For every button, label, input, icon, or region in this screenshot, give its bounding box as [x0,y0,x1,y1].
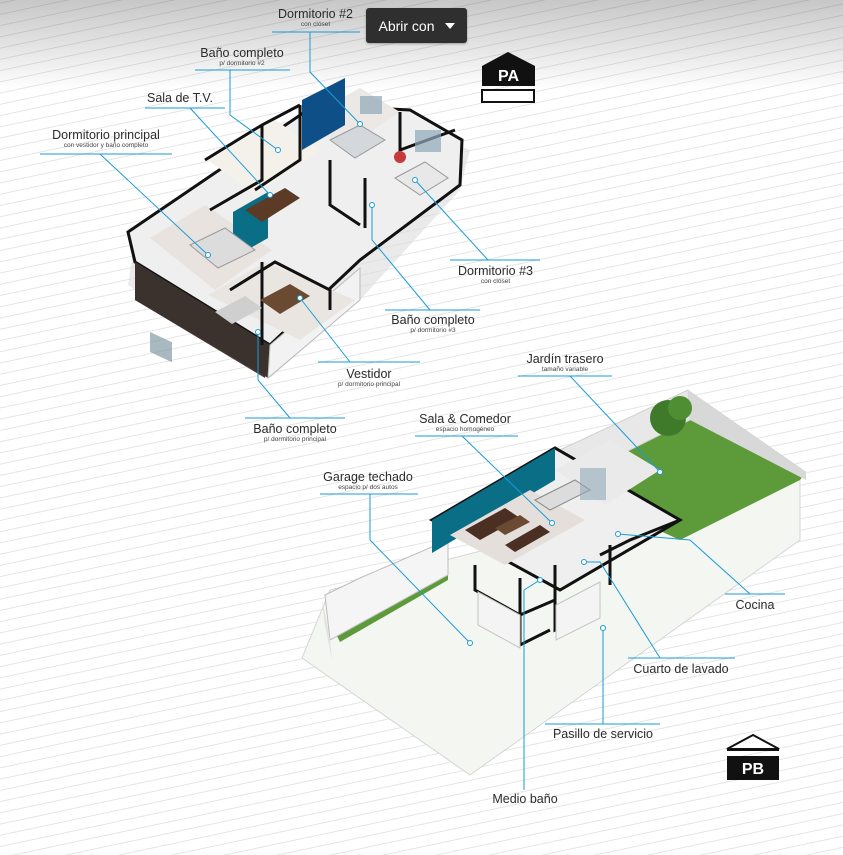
label-garage: Garage techado espacio p/ dos autos [323,470,413,492]
label-dormitorio-3: Dormitorio #3 con clóset [457,264,534,286]
label-sala-comedor: Sala & Comedor espacio homogéneo [419,412,511,434]
label-jardin-trasero: Jardín trasero tamaño variable [526,352,604,374]
label-cocina: Cocina [735,598,775,612]
label-medio-bano: Medio baño [492,792,558,806]
label-vestidor: Vestidor p/ dormitorio principal [337,367,401,389]
upper-floor-badge: PA [481,52,535,103]
open-with-label: Abrir con [378,17,435,34]
lower-floor-model [301,389,806,776]
label-cuarto-lavado: Cuarto de lavado [633,662,729,676]
label-bano-principal: Baño completo p/ dormitorio principal [253,422,337,444]
open-with-button[interactable]: Abrir con [366,8,467,43]
label-sala-tv: Sala de T.V. [146,91,214,105]
upper-floor-model [126,78,470,380]
lower-floor-badge: PB [726,733,780,780]
label-dormitorio-principal: Dormitorio principal con vestidor y baño… [52,128,160,150]
label-bano-dormitorio-2: Baño completo p/ dormitorio #2 [200,46,284,68]
svg-text:PA: PA [498,68,519,85]
label-dormitorio-2: Dormitorio #2 con clóset [277,7,354,29]
svg-text:PB: PB [742,761,764,778]
caret-down-icon [444,22,455,29]
label-bano-dormitorio-3: Baño completo p/ dormitorio #3 [391,313,475,335]
label-pasillo-servicio: Pasillo de servicio [552,727,654,741]
leader-lines [40,31,785,790]
